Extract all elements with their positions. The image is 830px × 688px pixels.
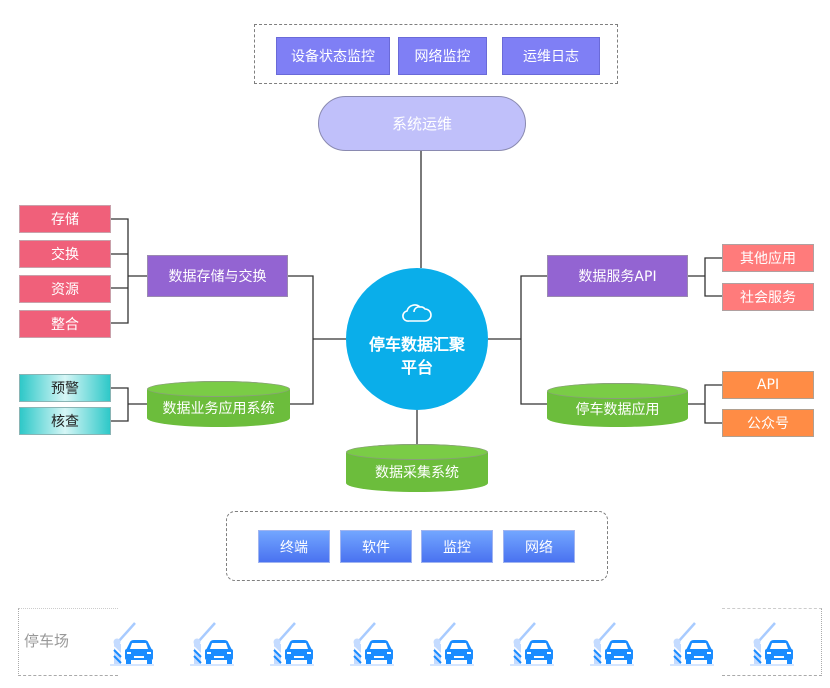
business-child-alert[interactable]: 预警 bbox=[19, 374, 111, 402]
storage-child-integrate[interactable]: 整合 bbox=[19, 310, 111, 338]
parking-barrier-car-icon bbox=[506, 620, 556, 666]
parking-barrier-car-icon bbox=[266, 620, 316, 666]
parking-data-app-node[interactable]: 停车数据应用 bbox=[547, 383, 688, 427]
business-app-system-node[interactable]: 数据业务应用系统 bbox=[147, 381, 290, 427]
source-monitor[interactable]: 监控 bbox=[421, 530, 493, 563]
api-child-other-apps[interactable]: 其他应用 bbox=[722, 244, 814, 272]
storage-child-storage[interactable]: 存储 bbox=[19, 205, 111, 233]
ops-node[interactable]: 系统运维 bbox=[318, 96, 526, 151]
app-child-api[interactable]: API bbox=[722, 371, 814, 399]
parking-barrier-car-icon bbox=[586, 620, 636, 666]
storage-child-exchange[interactable]: 交换 bbox=[19, 240, 111, 268]
source-software[interactable]: 软件 bbox=[340, 530, 412, 563]
business-app-system-label: 数据业务应用系统 bbox=[162, 401, 275, 417]
parking-frame-left bbox=[18, 608, 118, 676]
source-network[interactable]: 网络 bbox=[503, 530, 575, 563]
parking-barrier-car-icon bbox=[666, 620, 716, 666]
storage-child-resource[interactable]: 资源 bbox=[19, 275, 111, 303]
center-title-line1: 停车数据汇聚 bbox=[368, 335, 465, 354]
parking-barrier-car-icon bbox=[106, 620, 156, 666]
collection-sources-group bbox=[226, 511, 608, 581]
center-platform-node[interactable]: 停车数据汇聚 平台 bbox=[346, 268, 488, 410]
data-collection-system-node[interactable]: 数据采集系统 bbox=[346, 444, 488, 492]
cloud-icon bbox=[402, 304, 432, 322]
parking-barrier-car-icon bbox=[746, 620, 796, 666]
storage-exchange-node[interactable]: 数据存储与交换 bbox=[147, 255, 288, 297]
parking-barrier-car-icon bbox=[346, 620, 396, 666]
parking-frame-right bbox=[722, 608, 822, 676]
data-collection-system-label: 数据采集系统 bbox=[375, 465, 459, 481]
data-service-api-node[interactable]: 数据服务API bbox=[547, 255, 688, 297]
app-child-official-account[interactable]: 公众号 bbox=[722, 409, 814, 437]
api-child-social-service[interactable]: 社会服务 bbox=[722, 283, 814, 311]
ops-item-network-monitor[interactable]: 网络监控 bbox=[398, 37, 487, 75]
business-child-check[interactable]: 核查 bbox=[19, 407, 111, 435]
parking-barrier-car-icon bbox=[426, 620, 476, 666]
source-terminal[interactable]: 终端 bbox=[258, 530, 330, 563]
parking-data-app-label: 停车数据应用 bbox=[575, 402, 660, 418]
ops-tools-group bbox=[254, 24, 618, 84]
center-title-line2: 平台 bbox=[400, 358, 433, 377]
parking-label: 停车场 bbox=[24, 632, 70, 650]
ops-item-device-status[interactable]: 设备状态监控 bbox=[276, 37, 390, 75]
parking-barrier-car-icon bbox=[186, 620, 236, 666]
ops-item-ops-log[interactable]: 运维日志 bbox=[502, 37, 600, 75]
